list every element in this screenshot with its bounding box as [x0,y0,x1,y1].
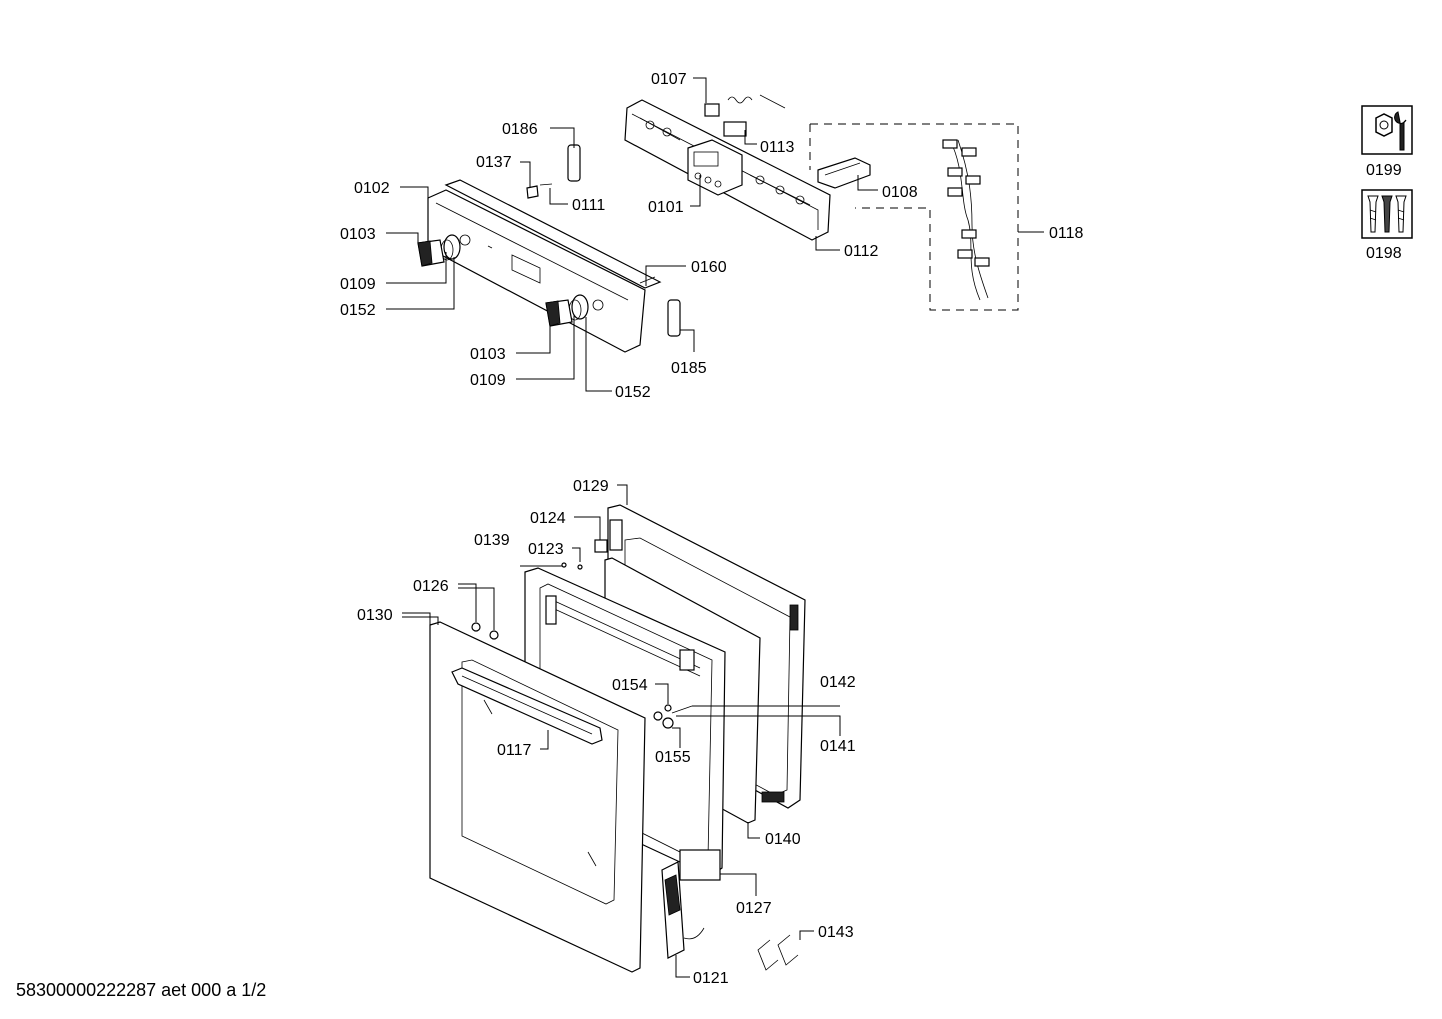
label-0139: 0139 [474,532,510,549]
label-0127: 0127 [736,900,772,917]
spring-part [704,94,786,117]
label-0143: 0143 [818,924,854,941]
label-0129: 0129 [573,478,609,495]
label-0112: 0112 [844,243,879,260]
wiring-harness [942,139,990,301]
label-0141: 0141 [820,738,856,755]
label-0107: 0107 [651,71,687,88]
label-0117: 0117 [497,742,532,759]
part-labels: 0107 0113 0186 0137 0111 0101 0108 0118 … [340,71,1084,987]
label-0152-second: 0152 [615,384,651,401]
control-knob-left [417,234,461,267]
bracket-part [817,157,871,189]
light-guide-part [667,299,681,337]
light-guide-part [567,144,581,182]
screw-part [539,183,553,186]
label-0126: 0126 [413,578,449,595]
label-0123: 0123 [528,541,564,558]
label-0109-second: 0109 [470,372,506,389]
label-0124: 0124 [530,510,566,527]
latch-part [594,539,608,553]
clip-part [526,185,539,199]
label-0111: 0111 [572,197,605,214]
spacer-part [471,622,481,632]
label-0103: 0103 [340,226,376,243]
document-id-footer: 58300000222287 aet 000 a 1/2 [16,980,267,1000]
label-0160: 0160 [691,259,727,276]
spacer-part [489,630,499,640]
screws-icon [1361,189,1413,239]
label-0121: 0121 [693,970,729,987]
label-0130: 0130 [357,607,393,624]
screw-part [561,562,567,568]
hinge-clips [757,934,799,971]
label-0118: 0118 [1049,225,1084,242]
control-knob-right [545,294,589,327]
label-0113: 0113 [760,139,795,156]
label-0186: 0186 [502,121,538,138]
label-0101: 0101 [648,199,684,216]
door-hinge [661,861,705,959]
fascia-panel [427,179,662,353]
label-0199: 0199 [1366,162,1402,179]
label-0103-second: 0103 [470,346,506,363]
label-0108: 0108 [882,184,918,201]
label-0109: 0109 [340,276,376,293]
washer-part [653,711,663,721]
door-handle [451,667,603,745]
label-0142: 0142 [820,674,856,691]
control-panel-assembly [417,94,1019,353]
label-0102: 0102 [354,180,390,197]
washer-part [664,704,672,712]
label-0152: 0152 [340,302,376,319]
leader-lines [386,77,1044,978]
label-0137: 0137 [476,154,512,171]
connector-part [723,121,747,137]
outer-door-panel [429,621,646,973]
label-0185: 0185 [671,360,707,377]
display-unit [687,139,743,196]
label-0198: 0198 [1366,245,1402,262]
door-assembly [429,504,806,973]
harness-kit-frame [810,123,1019,311]
label-0155: 0155 [655,749,691,766]
bolt-part [671,705,693,714]
label-0140: 0140 [765,831,801,848]
screw-part [577,564,583,570]
label-0154: 0154 [612,677,648,694]
nut-part [662,717,674,729]
hex-nut-wrench-icon [1361,105,1413,155]
